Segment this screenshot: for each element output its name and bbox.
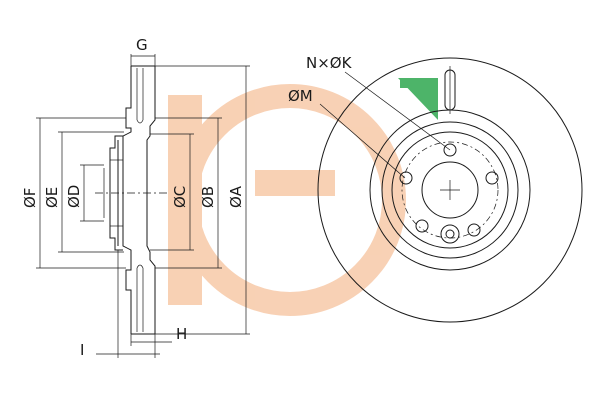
watermark-logo	[168, 78, 438, 316]
label-d: ØD	[65, 185, 83, 208]
label-a: ØA	[227, 185, 245, 208]
label-i: I	[80, 341, 84, 359]
label-c: ØC	[171, 186, 189, 208]
outer-rim-circle	[317, 57, 583, 323]
label-e: ØE	[43, 187, 61, 208]
side-view-dimensions	[36, 54, 250, 358]
label-g: G	[136, 36, 148, 54]
label-m: ØM	[288, 87, 313, 105]
label-b: ØB	[199, 186, 217, 208]
label-nk: N×ØK	[306, 54, 353, 72]
disc-front-view	[317, 57, 583, 323]
center-bore-circle	[421, 161, 479, 219]
label-h: H	[176, 325, 187, 343]
disc-cross-section	[95, 65, 170, 335]
label-f: ØF	[21, 188, 39, 208]
hat-inner-circle	[391, 131, 509, 249]
hat-outer-circle	[381, 121, 519, 259]
